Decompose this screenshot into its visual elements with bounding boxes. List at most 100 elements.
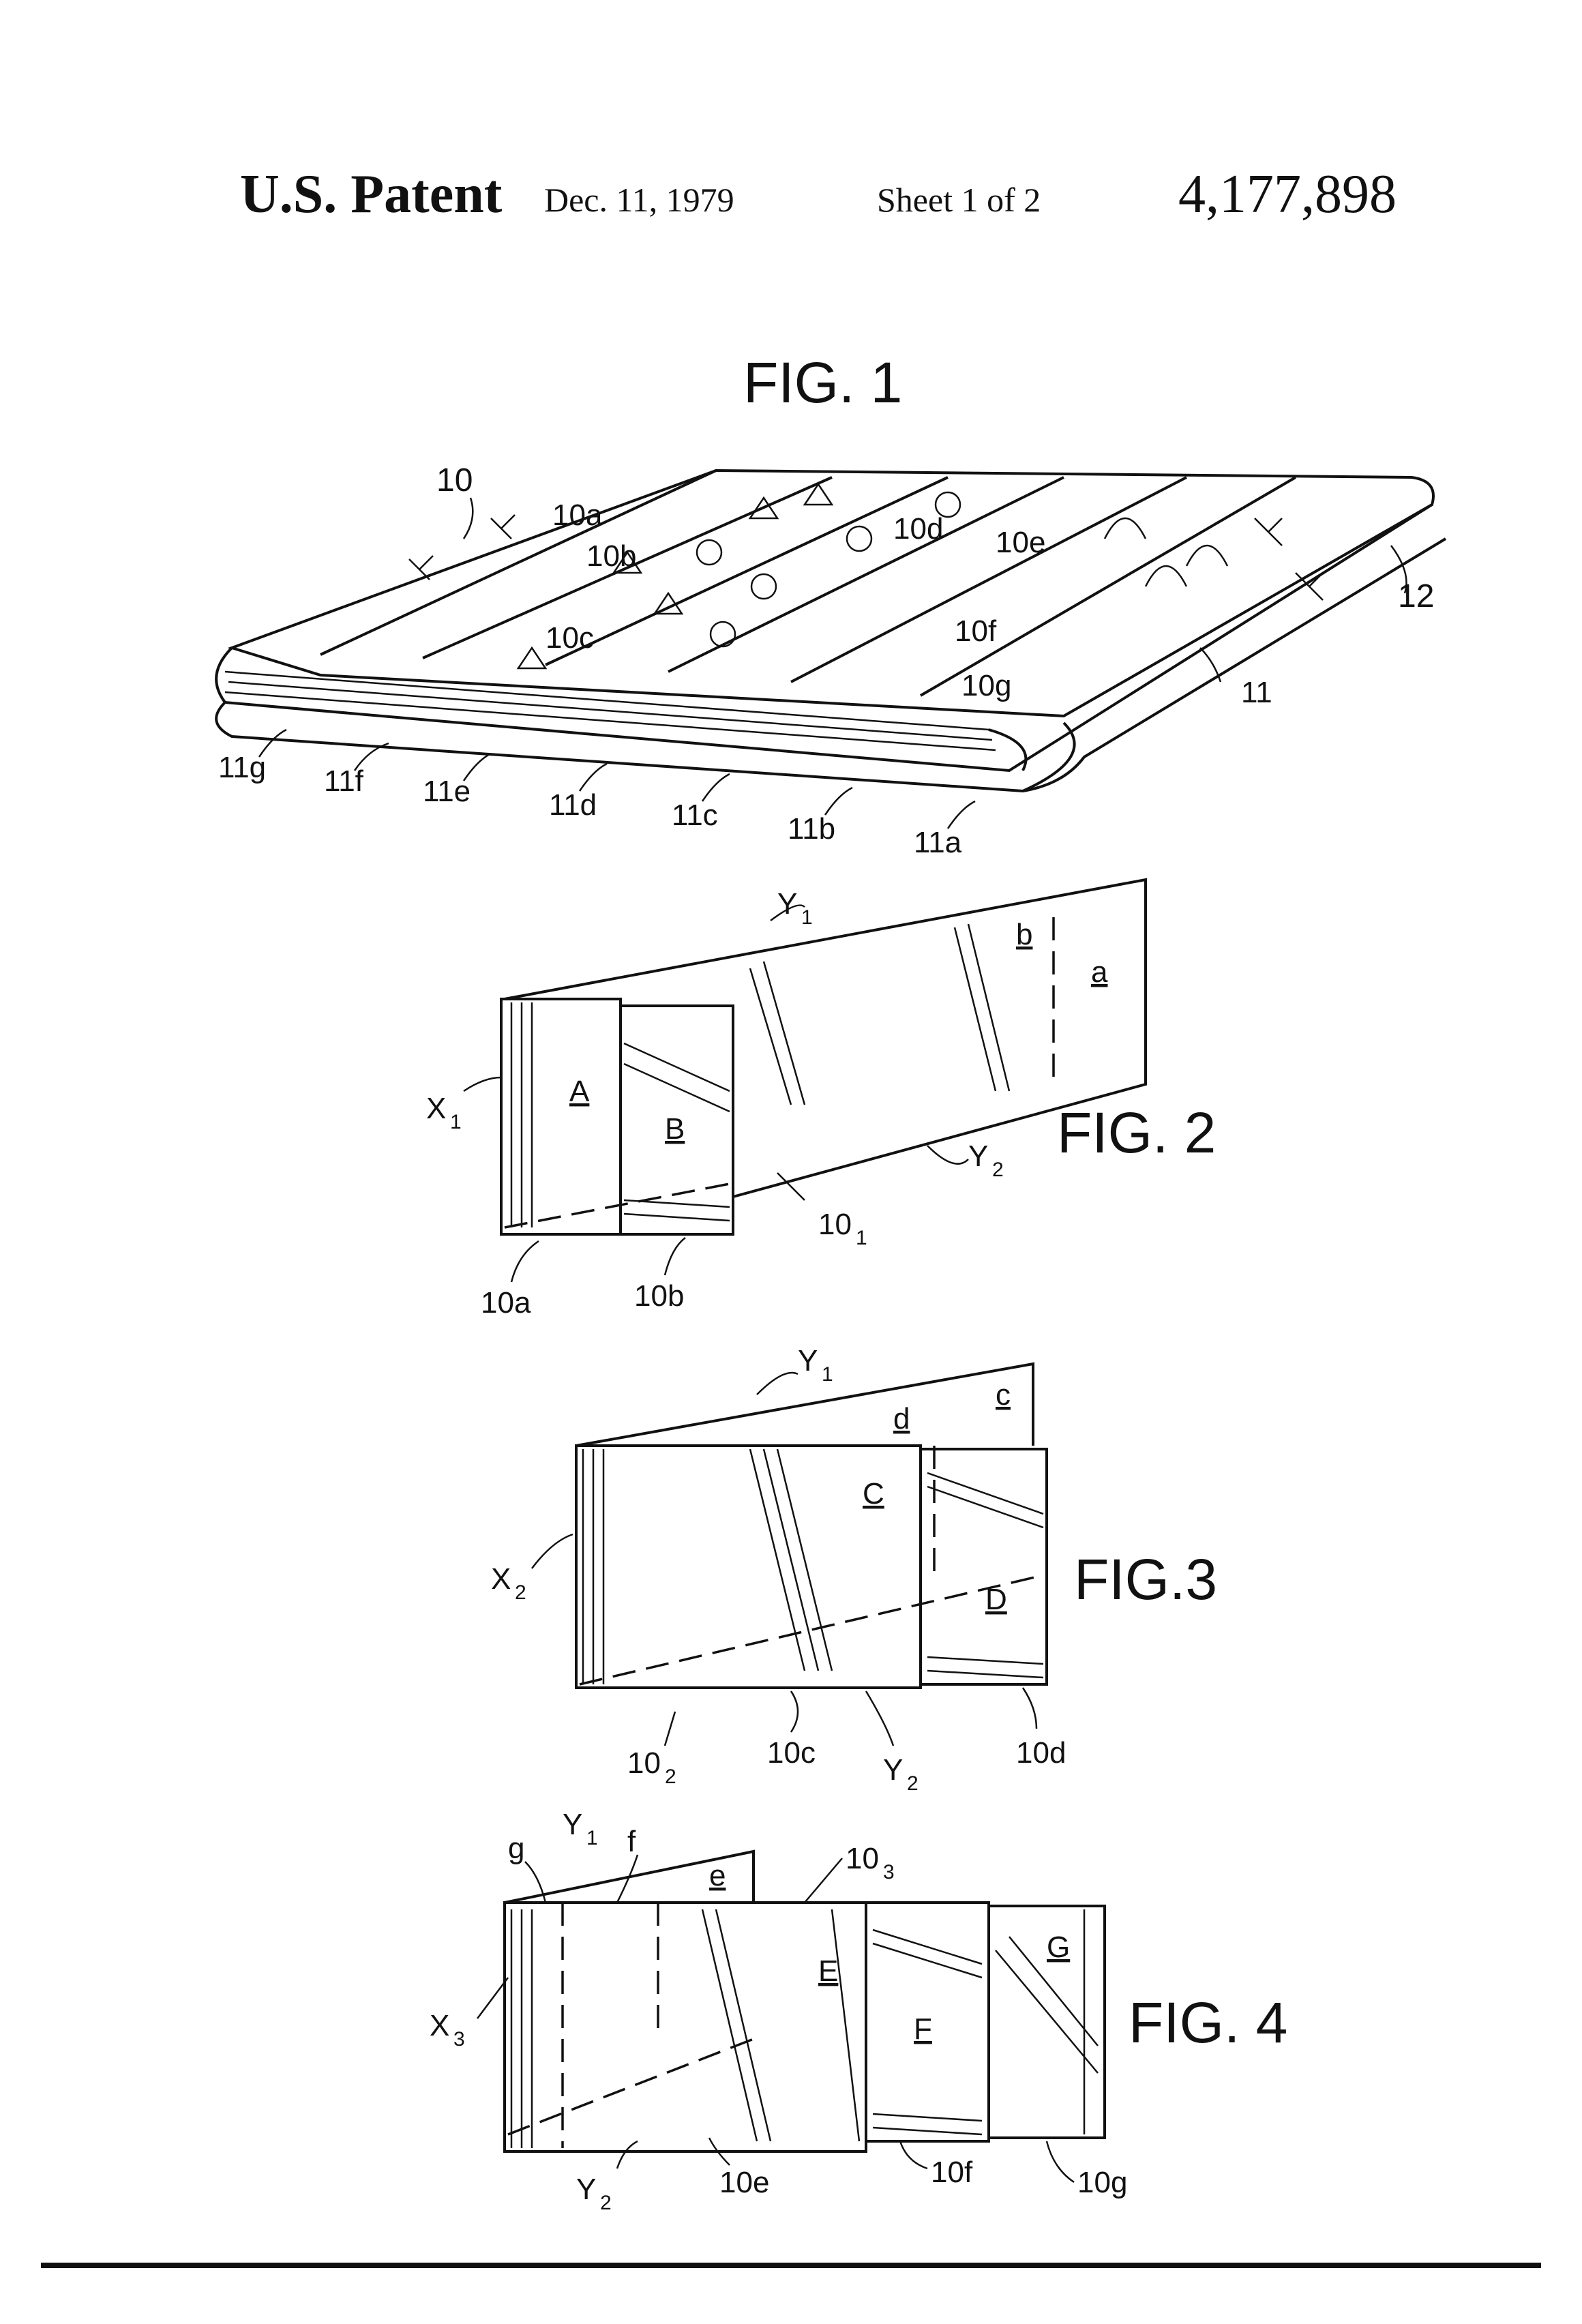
fig1-strip-edge-f [919,476,1297,697]
fig2-hatching [510,923,1011,1227]
fig4-label-X3-sub: 3 [453,2028,465,2051]
fig4-label-e: e [709,1859,726,1892]
fig2-label-A: A [569,1075,590,1108]
fig1-label-10d: 10d [893,512,943,546]
fig3-leader-lines [531,1371,1038,1746]
fig3-label-Y1: Y 1 [798,1344,833,1386]
fig1-top-panel [227,468,1435,718]
fig1-label-12: 12 [1398,578,1434,614]
patent-number: 4,177,898 [1178,164,1397,224]
fig2-leader-lines [463,904,969,1283]
fig4-label-E: E [818,1954,838,1988]
fig4-label-Y1-main: Y [563,1808,582,1841]
fig3-label-10-sub: 2 [665,1766,676,1788]
fig4-panel-G [987,1905,1106,2139]
patent-title: U.S. Patent [240,164,503,224]
fig1-label-10a: 10a [552,498,603,532]
fig1-label-11f: 11f [324,764,364,798]
fig2-label-Y2: Y 2 [968,1139,1004,1181]
figure-3: FIG.3 C D c d Y 1 Y 2 X 2 10 2 10c [491,1344,1217,1795]
fig2-label-Y2-sub: 2 [992,1159,1004,1181]
fig3-label-X2-sub: 2 [515,1581,526,1604]
fig2-label-B: B [665,1112,685,1146]
fig2-diagonal-fold [504,1182,734,1229]
fig1-label-10b: 10b [586,539,636,573]
fig2-label-b: b [1016,918,1032,951]
fig2-label-Y1-main: Y [777,887,797,921]
fig3-label-Y1-sub: 1 [822,1363,833,1386]
fig1-body-bottom-edge [215,537,1447,793]
fig4-label-10e: 10e [719,2166,769,2199]
fig1-strip-edge-c [545,476,949,666]
fig1-label-11e: 11e [423,775,471,808]
fig2-label-a: a [1091,955,1108,989]
patent-header: U.S. Patent Dec. 11, 1979 Sheet 1 of 2 4… [0,157,1582,239]
fig1-strip-edge-e [790,476,1187,683]
fig4-label-10g: 10g [1077,2166,1127,2199]
fig1-fold-curve [1022,721,1076,792]
fig3-diagonal-fold [579,1574,1044,1686]
figure-2: FIG. 2 A B a b Y 1 Y 2 X 1 10 [426,878,1216,1320]
fig4-label-g: g [508,1832,524,1865]
fig2-label-10a: 10a [481,1286,531,1320]
fig2-label-Y2-main: Y [968,1139,988,1173]
fig1-label-10c: 10c [546,621,594,655]
fig2-label-10b: 10b [634,1279,684,1313]
fig3-label-10-main: 10 [627,1746,661,1780]
fig3-label-Y2-sub: 2 [907,1772,919,1795]
fig4-label-G: G [1047,1931,1070,1964]
fig2-label-X1-sub: 1 [450,1111,462,1133]
fig1-leader-lines [258,497,1407,829]
fig2-label-10-main: 10 [818,1208,852,1241]
fig4-label-Y1-sub: 1 [586,1827,598,1849]
fig4-leader-lines [477,1854,1075,2184]
fig4-label-Y2-sub: 2 [600,2192,612,2214]
patent-date: Dec. 11, 1979 [544,181,734,219]
fig1-label-11d: 11d [549,788,597,822]
fig3-back-strip [576,1362,1034,1447]
fig2-label-10-sub: 1 [856,1227,867,1249]
fig2-label-Y1-sub: 1 [801,906,813,929]
fig1-strip-edge-a [320,469,717,656]
fig2-label-10-1: 10 1 [818,1208,867,1249]
sheet-number: Sheet 1 of 2 [877,181,1041,219]
fig4-label-X3-main: X [430,2009,449,2042]
fig1-label-11: 11 [1241,676,1272,709]
fig4-label-10-main: 10 [846,1842,879,1875]
fig3-label-X2: X 2 [491,1562,526,1604]
fig2-label-Y1: Y 1 [777,887,813,929]
fig1-label-10g: 10g [961,669,1011,702]
fig1-title: FIG. 1 [743,351,902,415]
figure-4: FIG. 4 E F G e f g Y 1 Y 2 X 3 [430,1808,1287,2214]
fig3-label-c: c [996,1378,1011,1412]
fig1-label-11a: 11a [914,826,962,859]
fig4-label-f: f [627,1825,636,1858]
fig3-label-X2-main: X [491,1562,511,1596]
fig3-label-10d: 10d [1016,1736,1066,1770]
fig3-label-Y2: Y 2 [883,1753,919,1795]
fig4-label-Y2: Y 2 [576,2173,612,2214]
fig4-diagonal-fold [507,2038,754,2136]
fig4-label-Y1: Y 1 [563,1808,598,1849]
fig4-title: FIG. 4 [1129,1991,1287,2055]
fig1-label-10: 10 [436,462,473,498]
fig4-label-10f: 10f [931,2156,973,2189]
fig3-hatching [582,1448,1044,1684]
fig4-label-10-sub: 3 [883,1861,895,1883]
fig3-label-C: C [863,1477,884,1510]
fig3-label-10-2: 10 2 [627,1746,676,1788]
fig2-panel-B [619,1004,734,1236]
fig1-label-11b: 11b [788,812,835,846]
fig1-label-10e: 10e [996,526,1045,559]
fig4-label-F: F [914,2012,932,2046]
fig3-label-Y2-main: Y [883,1753,903,1787]
fig2-long-strip [504,878,1147,1198]
fig3-panel-D [919,1448,1048,1686]
fig1-body-front-edge [215,503,1433,773]
fig4-label-10-3: 10 3 [846,1842,895,1883]
fig3-label-10c: 10c [767,1736,816,1770]
fig4-label-X3: X 3 [430,2009,465,2051]
bottom-rule [41,2263,1541,2268]
fig1-pattern-motifs [408,482,1324,670]
